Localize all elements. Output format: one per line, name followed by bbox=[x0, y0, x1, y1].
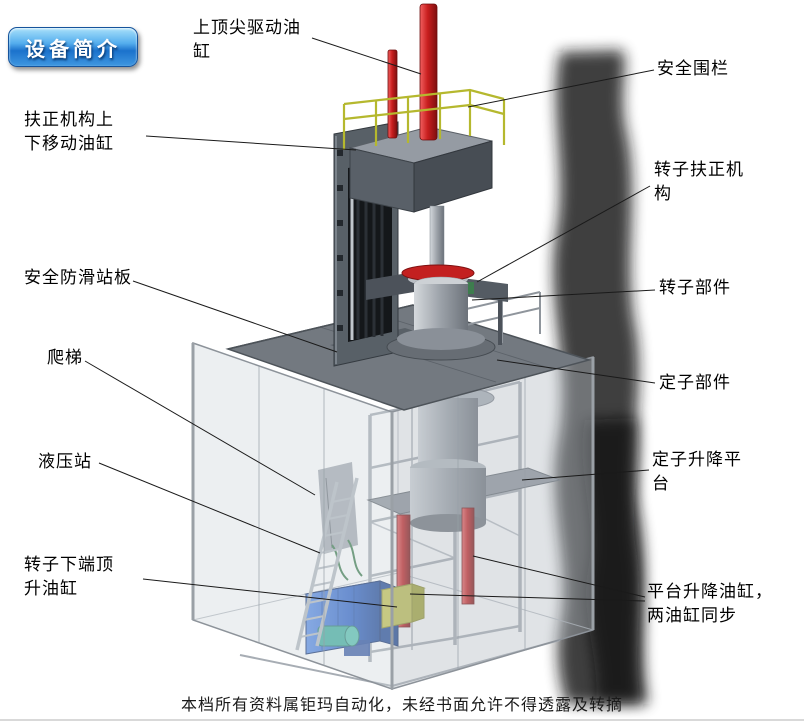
label-anti-slip-platform: 安全防滑站板 bbox=[24, 268, 132, 287]
rotor-assembly bbox=[366, 205, 508, 361]
label-top-center-drive-cylinder: 上顶尖驱动油 缸 bbox=[193, 18, 301, 61]
top-drive-cylinder-shapes bbox=[387, 3, 438, 141]
leader-rotor-centering-mechanism bbox=[476, 185, 651, 283]
enclosure bbox=[191, 341, 595, 691]
leader-platform-lift-cylinder-a bbox=[472, 555, 646, 598]
leader-hydraulic-station bbox=[98, 462, 321, 554]
leader-stator-component bbox=[496, 359, 656, 384]
section-badge-label: 设备简介 bbox=[25, 38, 121, 61]
label-rotor-bottom-jack-cylinder: 转子下端顶 升油缸 bbox=[24, 555, 114, 598]
label-stator-component: 定子部件 bbox=[659, 373, 731, 392]
leader-anti-slip-platform bbox=[132, 280, 338, 353]
footer-disclaimer: 本档所有资料属钜玛自动化，未经书面允许不得透露及转摘 bbox=[180, 697, 623, 714]
head-box bbox=[349, 126, 493, 213]
label-stator-lift-platform: 定子升降平 台 bbox=[652, 450, 742, 493]
label-safety-fence: 安全围栏 bbox=[657, 59, 729, 78]
leader-centering-updown-cylinder bbox=[145, 135, 357, 151]
leader-stator-lift-platform bbox=[521, 469, 650, 481]
leader-platform-lift-cylinder-b bbox=[409, 593, 646, 602]
safety-fence-shapes bbox=[342, 88, 506, 150]
leader-rotor-bottom-jack-cylinder bbox=[142, 578, 398, 608]
leader-rotor-component bbox=[471, 289, 656, 301]
background-shadow bbox=[553, 50, 648, 704]
leader-safety-fence bbox=[467, 69, 655, 108]
leader-ladder bbox=[84, 360, 316, 496]
label-centering-updown-cylinder: 扶正机构上 下移动油缸 bbox=[24, 110, 114, 153]
label-hydraulic-station: 液压站 bbox=[38, 452, 92, 471]
section-badge: 设备简介 bbox=[8, 27, 138, 67]
label-rotor-component: 转子部件 bbox=[659, 278, 731, 297]
label-platform-lift-cylinders: 平台升降油缸， 两油缸同步 bbox=[647, 582, 773, 625]
leader-top-center-drive-cylinder bbox=[311, 37, 422, 75]
label-rotor-centering-mechanism: 转子扶正机 构 bbox=[654, 160, 744, 203]
label-ladder: 爬梯 bbox=[47, 348, 83, 367]
leader-lines bbox=[84, 37, 656, 608]
